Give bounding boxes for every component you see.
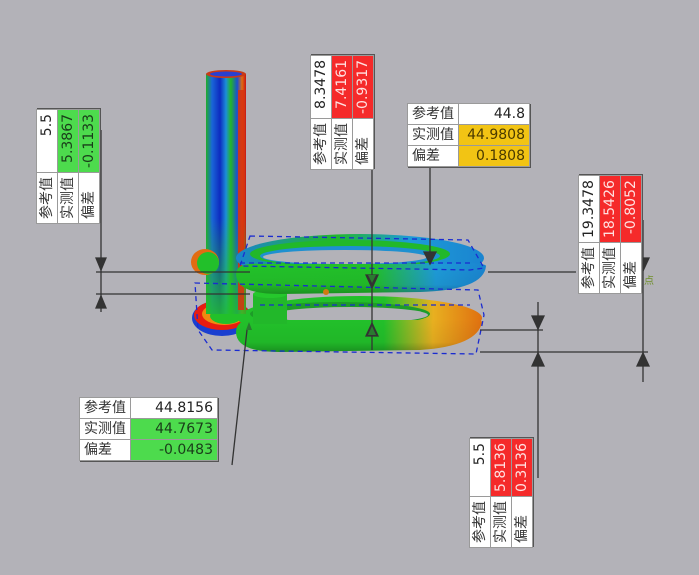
ref-value: 5.5 bbox=[469, 438, 491, 497]
point-label: 点 bbox=[644, 276, 654, 287]
dev-label: 偏差 bbox=[79, 439, 131, 461]
ref-value: 44.8156 bbox=[130, 397, 218, 419]
stub-post bbox=[253, 294, 287, 324]
meas-value: 18.5426 bbox=[599, 175, 621, 243]
meas-label: 实测值 bbox=[331, 118, 353, 170]
dev-value: -0.9317 bbox=[352, 55, 374, 119]
meas-label: 实测值 bbox=[57, 172, 79, 224]
dev-value: -0.1133 bbox=[78, 109, 100, 173]
dev-label: 偏差 bbox=[352, 118, 374, 170]
meas-label: 实测值 bbox=[599, 242, 621, 294]
meas-label: 实测值 bbox=[79, 418, 131, 440]
meas-value: 5.3867 bbox=[57, 109, 79, 173]
meas-value: 44.9808 bbox=[458, 124, 530, 146]
ref-label: 参考值 bbox=[469, 496, 491, 548]
dev-value: 0.1808 bbox=[458, 145, 530, 167]
ref-value: 44.8 bbox=[458, 103, 530, 125]
ref-label: 参考值 bbox=[79, 397, 131, 419]
ref-label: 参考值 bbox=[578, 242, 600, 294]
meas-label: 实测值 bbox=[490, 496, 512, 548]
dev-value: -0.0483 bbox=[130, 439, 218, 461]
dev-label: 偏差 bbox=[78, 172, 100, 224]
dev-label: 偏差 bbox=[620, 242, 642, 294]
ref-label: 参考值 bbox=[310, 118, 332, 170]
ref-value: 8.3478 bbox=[310, 55, 332, 119]
bottom-ring bbox=[236, 296, 482, 352]
ref-label: 参考值 bbox=[407, 103, 459, 125]
ref-value: 5.5 bbox=[36, 109, 58, 173]
model-arrow-markers bbox=[246, 275, 376, 335]
dev-label: 偏差 bbox=[511, 496, 533, 548]
meas-value: 5.8136 bbox=[490, 438, 512, 497]
meas-value: 44.7673 bbox=[130, 418, 218, 440]
dev-value: 0.3136 bbox=[511, 438, 533, 497]
point-marker bbox=[323, 289, 329, 295]
dev-label: 偏差 bbox=[407, 145, 459, 167]
dev-value: -0.8052 bbox=[620, 175, 642, 243]
ref-label: 参考值 bbox=[36, 172, 58, 224]
meas-value: 7.4161 bbox=[331, 55, 353, 119]
vertical-post bbox=[206, 70, 246, 314]
ref-value: 19.3478 bbox=[578, 175, 600, 243]
bounding-outline bbox=[194, 235, 486, 355]
dimension-lines bbox=[95, 130, 651, 478]
top-ring bbox=[236, 234, 486, 294]
meas-label: 实测值 bbox=[407, 124, 459, 146]
